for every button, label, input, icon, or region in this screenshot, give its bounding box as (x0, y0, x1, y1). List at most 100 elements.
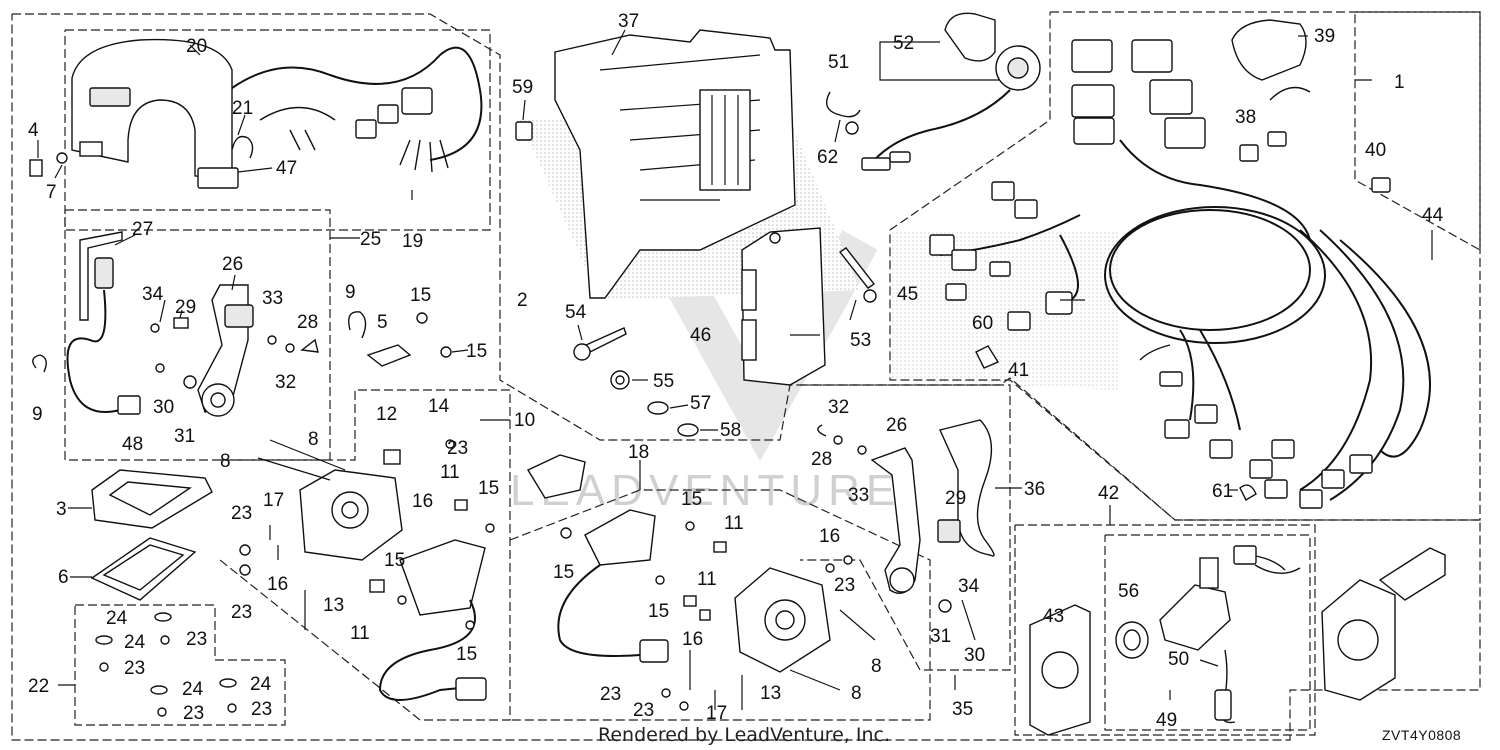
diagram-code: ZVT4Y0808 (1382, 727, 1461, 743)
part-6-gasket (90, 537, 197, 601)
callout-16-c: 16 (819, 526, 840, 547)
callout-56: 56 (1118, 581, 1139, 602)
callout-34-a: 34 (142, 284, 164, 305)
callout-31-b: 31 (930, 626, 951, 647)
callout-24-b: 24 (124, 632, 146, 653)
callout-11-b: 11 (350, 623, 370, 644)
bolts-center (573, 247, 877, 437)
callout-27: 27 (132, 219, 153, 240)
callout-15-c: 15 (478, 478, 499, 499)
part-46-control-unit (741, 227, 826, 386)
callout-23-e: 23 (124, 658, 145, 679)
callout-43: 43 (1043, 606, 1064, 627)
callout-9-a: 9 (345, 282, 356, 303)
leader-lines (37, 29, 1433, 700)
small-hardware-left (32, 317, 319, 389)
callout-23-i: 23 (600, 684, 621, 705)
callout-23-g: 23 (251, 699, 272, 720)
callout-19: 19 (402, 231, 423, 252)
callout-16-b: 16 (267, 574, 288, 595)
part-1-main-harness (1071, 39, 1431, 509)
callout-4: 4 (28, 120, 39, 141)
callout-6: 6 (58, 567, 69, 588)
callout-57: 57 (690, 393, 711, 414)
part-10-switch-body (239, 439, 495, 701)
callout-7: 7 (46, 182, 57, 203)
callout-9-b: 9 (32, 404, 43, 425)
callout-8-a: 8 (308, 429, 319, 450)
callout-41: 41 (1008, 360, 1029, 381)
callout-51: 51 (828, 52, 849, 73)
callout-17-b: 17 (706, 703, 727, 724)
part-39-boot (1231, 19, 1307, 81)
callout-22: 22 (28, 676, 49, 697)
callout-30-a: 30 (153, 397, 174, 418)
callout-35: 35 (952, 699, 973, 720)
part-21-clip (231, 135, 254, 159)
callout-44: 44 (1422, 205, 1444, 226)
callout-18: 18 (628, 442, 649, 463)
part-26-lever (197, 284, 254, 417)
callout-26-b: 26 (886, 415, 907, 436)
callout-30-b: 30 (964, 645, 985, 666)
callout-17-a: 17 (263, 490, 284, 511)
callout-34-b: 34 (958, 576, 980, 597)
callout-15-h: 15 (648, 601, 669, 622)
callout-13-b: 13 (760, 683, 781, 704)
part-4-7-bracket (29, 152, 68, 177)
callout-40: 40 (1365, 140, 1386, 161)
callout-49: 49 (1156, 710, 1177, 731)
callout-15-a: 15 (410, 285, 431, 306)
callout-8-c: 8 (871, 656, 882, 677)
part-38-40-connectors (1239, 86, 1391, 193)
callout-15-e: 15 (456, 644, 477, 665)
callout-5: 5 (377, 312, 388, 333)
callout-50: 50 (1168, 649, 1189, 670)
callout-16-a: 16 (412, 491, 433, 512)
callout-55: 55 (653, 371, 674, 392)
part-22-hardware-set (95, 612, 237, 717)
callout-28-a: 28 (297, 312, 318, 333)
callout-53: 53 (850, 330, 871, 351)
callout-47: 47 (276, 158, 297, 179)
part-52-ring (861, 12, 1041, 171)
part-50-switch (1159, 545, 1301, 724)
callout-28-b: 28 (811, 449, 832, 470)
callout-20: 20 (186, 36, 207, 57)
part-18-switch-assembly (526, 454, 876, 711)
callout-36: 36 (1024, 479, 1045, 500)
callout-31-a: 31 (174, 426, 195, 447)
callout-52: 52 (893, 33, 914, 54)
callout-23-b: 23 (231, 503, 252, 524)
callout-10: 10 (514, 410, 535, 431)
callout-15-f: 15 (553, 562, 574, 583)
callout-16-d: 16 (682, 629, 703, 650)
callout-26-a: 26 (222, 254, 243, 275)
part-36-grip (939, 419, 995, 557)
callout-23-h: 23 (834, 575, 855, 596)
part-20-cover (71, 38, 483, 189)
callout-24-d: 24 (250, 674, 272, 695)
callout-23-j: 23 (633, 700, 654, 721)
callout-33-a: 33 (262, 288, 283, 309)
callout-2: 2 (517, 290, 528, 311)
callout-25: 25 (360, 229, 381, 250)
part-56-nut (1115, 621, 1149, 659)
callout-61: 61 (1212, 481, 1233, 502)
callout-11-a: 11 (440, 462, 460, 483)
part-62-strap (826, 91, 861, 135)
part-49-bracket (1321, 547, 1446, 701)
callout-23-c: 23 (231, 602, 252, 623)
callout-29-b: 29 (945, 488, 966, 509)
callout-58: 58 (720, 420, 741, 441)
callout-33-b: 33 (848, 485, 869, 506)
callout-45: 45 (897, 284, 918, 305)
callout-13-a: 13 (323, 595, 344, 616)
rendered-by-credit: Rendered by LeadVenture, Inc. (598, 724, 890, 746)
callout-59: 59 (512, 77, 533, 98)
part-43-panel (1029, 604, 1091, 736)
callout-42: 42 (1098, 483, 1119, 504)
callout-38: 38 (1235, 107, 1256, 128)
